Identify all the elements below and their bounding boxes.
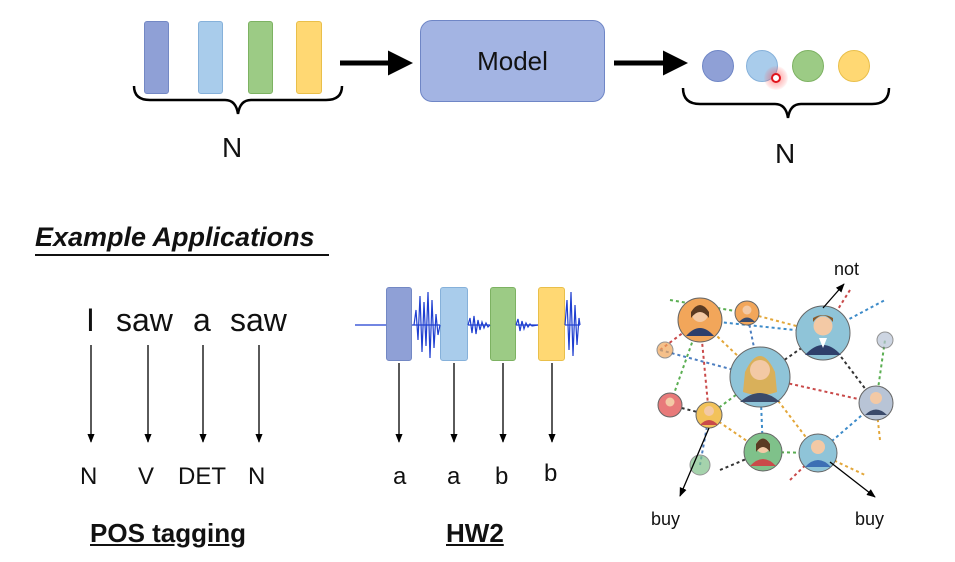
input-vector-4 — [296, 21, 322, 94]
network-label-buy-left: buy — [651, 509, 681, 529]
buy-left-arrow — [679, 427, 710, 497]
pos-tag-3: DET — [178, 463, 226, 490]
pos-word-3: a — [193, 302, 211, 338]
output-dot-3 — [792, 50, 824, 82]
network-label-buy-right: buy — [855, 509, 885, 529]
person-node-9 — [858, 385, 894, 421]
model-box: Model — [420, 20, 605, 102]
cursor-ring — [771, 73, 781, 83]
frame-vector-4 — [538, 287, 565, 361]
section-title: Example Applications — [35, 222, 315, 252]
not-arrow — [822, 283, 845, 309]
person-node-2 — [734, 300, 760, 326]
person-node-4 — [729, 346, 791, 408]
frame-vector-3 — [490, 287, 516, 361]
person-node-12 — [876, 331, 894, 349]
section-title-underline — [35, 254, 329, 256]
output-dot-4 — [838, 50, 870, 82]
person-node-11 — [656, 341, 674, 359]
person-node-7 — [743, 432, 783, 472]
model-label: Model — [477, 45, 548, 76]
pos-tag-4: N — [248, 463, 266, 490]
output-brace — [681, 87, 891, 119]
input-vector-3 — [248, 21, 273, 94]
hw2-output-3: b — [495, 463, 509, 490]
input-vector-2 — [198, 21, 223, 94]
frame-vector-1 — [386, 287, 412, 361]
buy-right-arrow — [829, 461, 876, 498]
hw2-output-1: a — [393, 463, 407, 490]
input-count-label: N — [222, 132, 243, 163]
hw2-output-2: a — [447, 463, 461, 490]
person-node-3 — [795, 305, 851, 361]
input-vector-1 — [144, 21, 169, 94]
hw2-output-4: b — [544, 460, 558, 487]
pos-tag-1: N — [80, 463, 98, 490]
pos-word-4: saw — [230, 302, 287, 338]
pos-tag-2: V — [138, 463, 155, 490]
hw2-label: HW2 — [446, 518, 504, 548]
audio-waveform — [355, 291, 581, 359]
person-node-6 — [657, 392, 683, 418]
output-count-label: N — [775, 138, 796, 169]
person-node-1 — [677, 297, 723, 343]
pos-word-1: I — [86, 302, 95, 338]
person-node-8 — [798, 433, 838, 473]
input-brace — [132, 85, 344, 115]
output-dot-1 — [702, 50, 734, 82]
pos-word-2: saw — [116, 302, 173, 338]
network-label-not: not — [834, 259, 860, 279]
person-node-5 — [695, 401, 723, 429]
pos-tagging-label: POS tagging — [90, 518, 246, 548]
frame-vector-2 — [440, 287, 468, 361]
social-network-graph — [656, 283, 894, 498]
